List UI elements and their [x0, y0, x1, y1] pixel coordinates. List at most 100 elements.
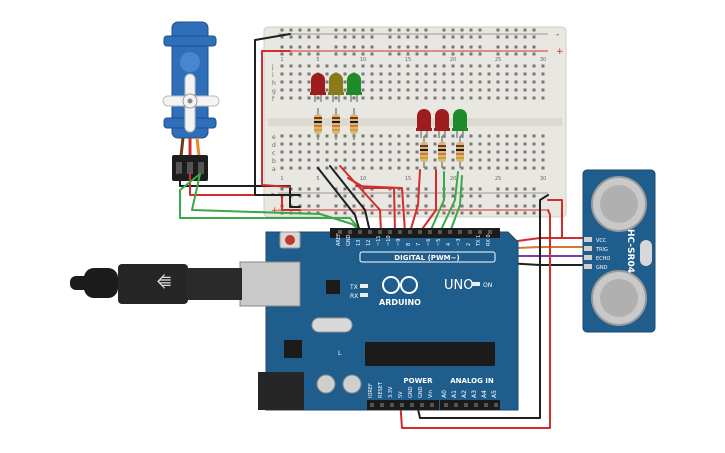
digital-pin-label: GND	[346, 234, 352, 246]
resistor	[420, 136, 428, 168]
red-led	[416, 109, 432, 138]
sensor-pin-label: VCC	[596, 238, 607, 244]
column-number: 15	[405, 176, 411, 182]
column-number: 30	[540, 57, 546, 63]
resistor	[350, 108, 358, 140]
column-number: 20	[450, 176, 456, 182]
arduino-model: UNO	[444, 278, 473, 293]
digital-header	[330, 228, 500, 238]
rail-minus-label-top: -	[556, 30, 559, 40]
usb-cable: ⭅	[70, 264, 242, 304]
green-led	[452, 109, 468, 138]
row-letter: j	[271, 64, 274, 71]
column-number: 20	[450, 57, 456, 63]
analog-pin-label: A0	[441, 390, 448, 398]
row-letter: b	[272, 158, 276, 165]
rx-label: RX	[350, 293, 358, 300]
column-number: 5	[316, 176, 319, 182]
digital-pin-label: ~5	[436, 239, 442, 246]
power-pin-label: GND	[408, 386, 414, 398]
row-letter: e	[272, 134, 276, 141]
power-pin-label: 5V	[398, 391, 404, 398]
digital-pin-label: ~11	[376, 235, 382, 246]
breadboard: - + - + jihgfedcba1155101015152020252530…	[263, 26, 567, 218]
rail-plus-label-bottom: +	[271, 206, 279, 216]
digital-pin-label: ~6	[426, 239, 432, 246]
row-letter: g	[272, 88, 276, 95]
yellow-led	[328, 73, 344, 102]
analog-pin-label: A5	[491, 390, 498, 398]
ultrasonic-sensor: HC-SR04 VCC TRIG ECHO GND	[582, 169, 656, 333]
red-led	[310, 73, 326, 102]
column-number: 1	[280, 176, 283, 182]
sensor-pin-label: TRIG	[595, 247, 608, 253]
analog-pin-label: A2	[461, 390, 468, 398]
power-jack	[258, 372, 304, 410]
digital-pin-label: 7	[416, 243, 422, 246]
digital-pin-labels: AREF GND 13 12 ~11 ~10 ~9 8 7 ~6 ~5 4 ~3 2 TX 1 RX 0	[336, 230, 492, 247]
power-pin-label: 3.3V	[388, 386, 394, 398]
digital-pin-label: 4	[446, 243, 452, 246]
digital-pin-label: 12	[366, 240, 372, 246]
digital-pin-label: 8	[406, 243, 412, 246]
servo-motor	[162, 21, 220, 181]
tx-label: TX	[349, 284, 358, 291]
column-number: 30	[540, 176, 546, 182]
digital-pin-label: ~3	[456, 239, 462, 246]
arduino-logo-icon	[382, 276, 400, 294]
column-number: 25	[495, 176, 501, 182]
digital-pin-label: 13	[356, 240, 362, 246]
analog-header	[440, 400, 500, 410]
column-number: 25	[495, 57, 501, 63]
resistor	[438, 136, 446, 168]
arduino-brand: ARDUINO	[379, 298, 421, 307]
usb-port	[239, 261, 301, 307]
resistor	[332, 108, 340, 140]
on-label: ON	[483, 282, 492, 289]
resistor	[314, 108, 322, 140]
sensor-name: HC-SR04	[625, 229, 635, 273]
column-number: 10	[360, 57, 366, 63]
digital-pin-label: ~10	[386, 235, 392, 246]
column-number: 15	[405, 57, 411, 63]
wires	[179, 33, 583, 429]
row-letter: a	[272, 166, 276, 173]
power-pin-label: Vin	[428, 390, 434, 398]
row-letter: d	[272, 142, 276, 149]
green-led	[346, 73, 362, 102]
l-label: L	[338, 350, 342, 357]
led-group	[310, 73, 468, 168]
rail-plus-label-top: +	[556, 47, 564, 57]
digital-pin-label: RX 0	[486, 234, 492, 246]
usb-icon: ⭅	[157, 273, 171, 292]
column-number: 1	[280, 57, 283, 63]
digital-pin-label: ~9	[396, 239, 402, 246]
analog-pin-label: A4	[481, 390, 488, 398]
analog-pin-label: A1	[451, 390, 458, 398]
sensor-pin-labels: VCC TRIG ECHO GND	[584, 237, 610, 271]
column-number: 5	[316, 57, 319, 63]
digital-pin-label: AREF	[336, 233, 342, 246]
analog-pin-label: A3	[471, 390, 478, 398]
digital-header-label: DIGITAL (PWM~)	[394, 254, 459, 262]
analog-label: ANALOG IN	[450, 377, 494, 385]
sensor-pin-label: ECHO	[596, 256, 610, 262]
power-pin-label: RESET	[378, 381, 384, 398]
digital-pin-label: TX 1	[476, 235, 482, 247]
atmega-chip	[365, 342, 495, 366]
row-letter: c	[272, 150, 275, 157]
resistor	[456, 136, 464, 168]
power-label: POWER	[404, 377, 434, 385]
power-pin-label: GND	[418, 386, 424, 398]
sensor-pin-label: GND	[596, 265, 608, 271]
row-letter: h	[272, 80, 276, 87]
row-letter: i	[272, 72, 274, 79]
digital-pin-label: 2	[466, 243, 472, 246]
row-letter: f	[272, 96, 275, 103]
red-led	[434, 109, 450, 138]
column-number: 10	[360, 176, 366, 182]
power-pin-label: IOREF	[368, 383, 374, 398]
